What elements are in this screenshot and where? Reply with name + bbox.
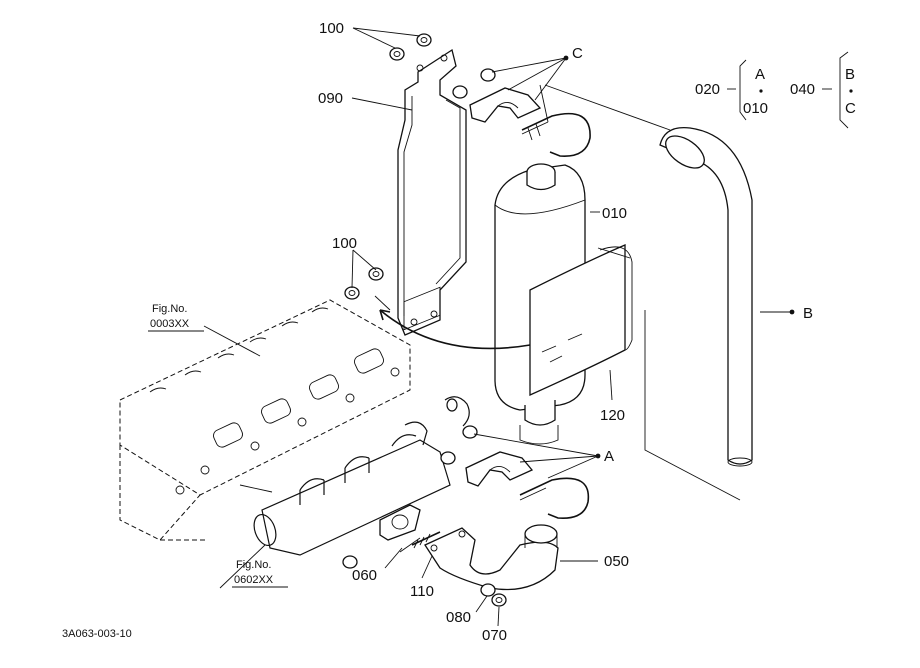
tailpipe-b[interactable] bbox=[659, 126, 753, 467]
label-120: 120 bbox=[600, 407, 625, 424]
label-090: 090 bbox=[318, 90, 343, 107]
exhaust-elbow-050[interactable] bbox=[424, 524, 559, 591]
nuts-100-mid[interactable] bbox=[344, 267, 384, 300]
group-outline bbox=[539, 84, 741, 501]
figref-manifold: Fig.No. 0602XX bbox=[232, 559, 288, 588]
heat-shield-090[interactable] bbox=[397, 48, 467, 336]
label-b: B bbox=[803, 305, 813, 322]
nuts-100-top[interactable] bbox=[389, 33, 432, 61]
label-110: 110 bbox=[410, 583, 434, 600]
legend-group-020: 020 A 010 bbox=[695, 59, 768, 121]
figref-engine-line1: Fig.No. bbox=[152, 303, 187, 315]
label-050: 050 bbox=[604, 553, 629, 570]
figref-engine-line2: 0003XX bbox=[150, 318, 190, 330]
manifold-nut[interactable] bbox=[342, 555, 358, 569]
assembly-arrow bbox=[374, 295, 531, 350]
washer-070[interactable] bbox=[491, 593, 507, 607]
figref-engine: Fig.No. 0003XX bbox=[148, 303, 204, 332]
legend-040-code: 040 bbox=[790, 81, 815, 98]
label-c: C bbox=[572, 45, 583, 62]
exhaust-manifold-reference bbox=[239, 396, 470, 556]
engine-exhaust-ports bbox=[175, 348, 400, 495]
stud-110[interactable] bbox=[411, 531, 441, 549]
label-080: 080 bbox=[446, 609, 471, 626]
drawing-number: 3A063-003-10 bbox=[62, 628, 132, 640]
label-100-top: 100 bbox=[319, 20, 344, 37]
legend-040-top: B bbox=[845, 66, 855, 83]
label-070: 070 bbox=[482, 627, 507, 644]
label-010: 010 bbox=[602, 205, 627, 222]
engine-block-reference bbox=[119, 299, 411, 541]
label-a: A bbox=[604, 448, 614, 465]
upper-clamp-c[interactable] bbox=[452, 68, 591, 157]
legend-group-040: 040 B C bbox=[790, 51, 856, 129]
legend-020-bottom: 010 bbox=[743, 100, 768, 117]
legend-020-top: A bbox=[755, 66, 765, 83]
label-060: 060 bbox=[352, 567, 377, 584]
gasket-060[interactable] bbox=[379, 504, 421, 553]
part-labels: 100 090 C 010 100 B 120 A 050 060 110 08… bbox=[318, 20, 813, 644]
legend-020-code: 020 bbox=[695, 81, 720, 98]
label-100-mid: 100 bbox=[332, 235, 357, 252]
nut-080[interactable] bbox=[480, 583, 496, 597]
figref-manifold-line1: Fig.No. bbox=[236, 559, 271, 571]
figref-manifold-line2: 0602XX bbox=[234, 574, 274, 586]
legend-040-bottom: C bbox=[845, 100, 856, 117]
leader-lines bbox=[203, 27, 795, 627]
cover-120[interactable] bbox=[529, 244, 633, 397]
lower-clamp-a[interactable] bbox=[440, 425, 590, 519]
